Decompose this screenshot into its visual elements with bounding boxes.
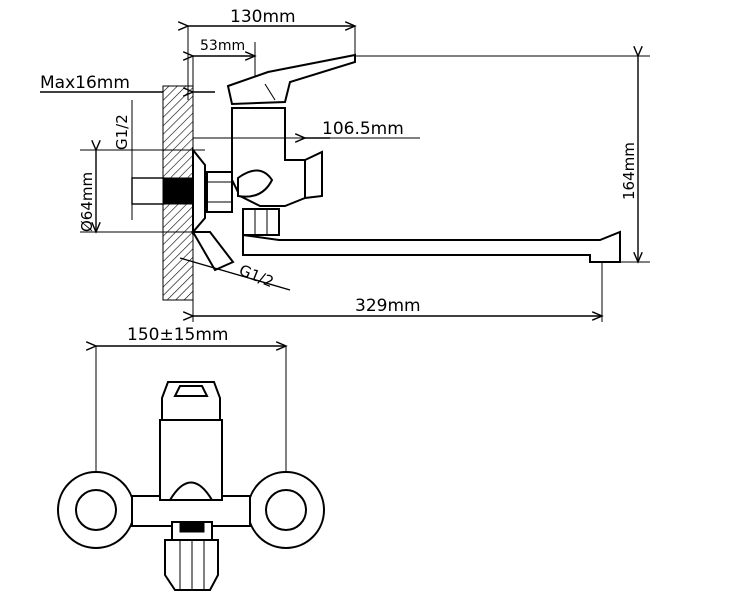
wall-pipe bbox=[131, 177, 165, 205]
dim-g12-bottom: G1/2 bbox=[237, 261, 277, 291]
front-view: 150±15mm bbox=[57, 325, 325, 591]
dim-53: 53mm bbox=[200, 38, 245, 54]
dim-130: 130mm bbox=[230, 7, 296, 27]
dim-150: 150±15mm bbox=[127, 325, 228, 345]
side-view: 130mm 53mm Max16mm 106.5mm G1/2 Ø64mm 16… bbox=[40, 7, 650, 322]
pipe-thread-dark bbox=[162, 177, 194, 205]
dim-max16: Max16mm bbox=[40, 73, 130, 93]
dim-g12-top: G1/2 bbox=[113, 114, 131, 150]
lever-handle bbox=[226, 53, 356, 106]
dim-106-5: 106.5mm bbox=[322, 119, 404, 139]
eccentric-nut bbox=[206, 171, 233, 213]
spout bbox=[242, 230, 621, 263]
dim-d64: Ø64mm bbox=[78, 172, 96, 232]
flange bbox=[192, 147, 206, 235]
diverter-knob bbox=[304, 150, 323, 200]
dim-329: 329mm bbox=[355, 296, 421, 316]
spout-nut bbox=[242, 208, 280, 236]
dim-164: 164mm bbox=[620, 142, 638, 200]
